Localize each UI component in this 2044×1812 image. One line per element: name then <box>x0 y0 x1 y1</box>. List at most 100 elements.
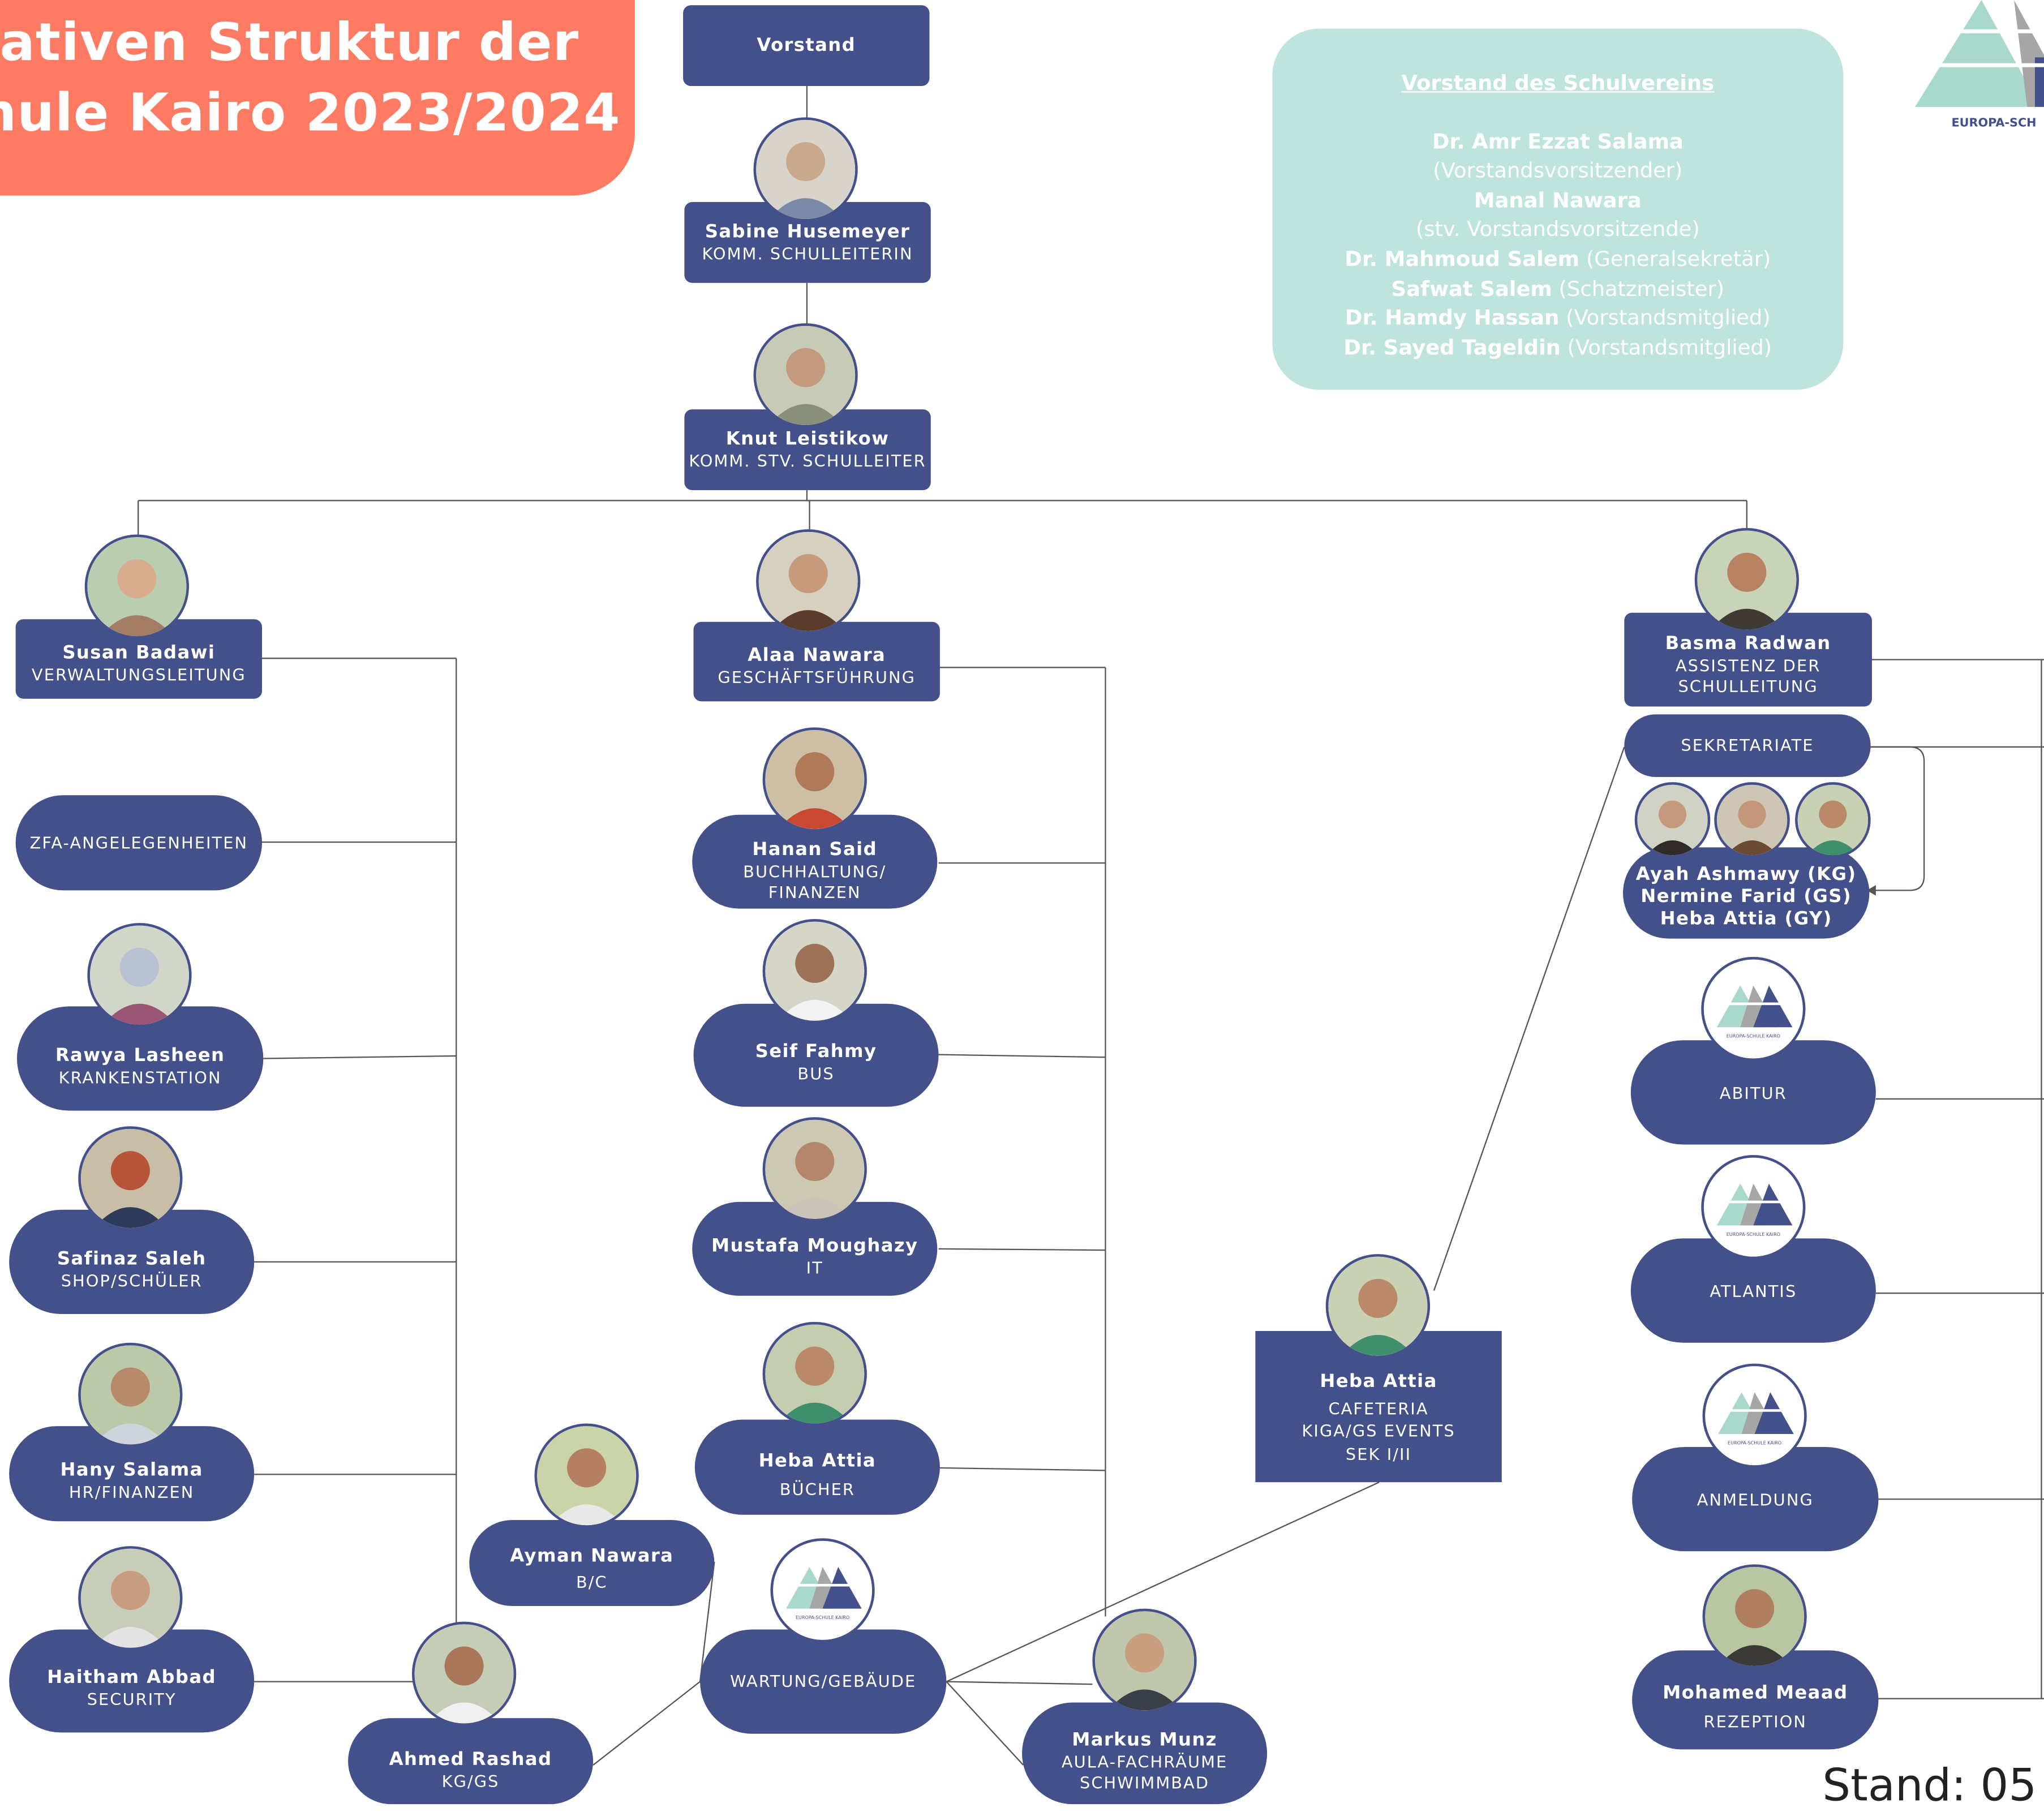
logo-anmeldung: EUROPA-SCHULE KAIRO <box>1702 1363 1807 1468</box>
avatar-haitham <box>78 1546 183 1651</box>
logo-atlantis: EUROPA-SCHULE KAIRO <box>1701 1154 1806 1260</box>
pyramid-logo-icon: EUROPA-SCHULE KAIRO <box>1711 1183 1796 1237</box>
avatar-mustafa <box>762 1117 867 1222</box>
avatar-seif <box>762 919 867 1024</box>
logo-text: EUROPA-SCH <box>1951 117 2037 131</box>
node-role: B/C <box>576 1572 608 1592</box>
node-hany: Hany Salama HR/FINANZEN <box>9 1426 255 1522</box>
node-name: Safinaz Saleh <box>57 1248 207 1269</box>
node-role: SHOP/SCHÜLER <box>61 1270 203 1290</box>
person-icon <box>758 531 858 631</box>
node-wartung: WARTUNG/GEBÄUDE <box>700 1629 947 1734</box>
school-logo: EUROPA-SCH <box>1910 0 2044 143</box>
node-name: Nermine Farid (GS) <box>1641 886 1852 907</box>
node-role: KRANKENSTATION <box>58 1067 222 1087</box>
node-role: ASSISTENZ DER SCHULLEITUNG <box>1675 655 1821 695</box>
node-role: ABITUR <box>1719 1083 1787 1103</box>
person-icon <box>80 1345 180 1445</box>
node-role: IT <box>806 1257 823 1277</box>
node-role: ANMELDUNG <box>1697 1490 1814 1510</box>
pyramid-logo-icon: EUROPA-SCHULE KAIRO <box>1711 985 1796 1039</box>
node-name: Basma Radwan <box>1665 633 1831 654</box>
node-role: AULA-FACHRÄUME SCHWIMMBAD <box>1061 1751 1228 1792</box>
node-alaa: Alaa Nawara GESCHÄFTSFÜHRUNG <box>693 621 940 702</box>
avatar-hanan <box>762 727 867 832</box>
node-name: Seif Fahmy <box>755 1041 877 1063</box>
node-role: KOMM. SCHULLEITERIN <box>702 243 913 263</box>
person-icon <box>765 730 865 830</box>
node-role: ZFA-ANGELEGENHEITEN <box>29 832 248 852</box>
node-role: KG/GS <box>441 1771 500 1790</box>
person-icon <box>765 1119 865 1219</box>
person-icon <box>1716 784 1788 856</box>
node-name: Ayman Nawara <box>510 1546 674 1567</box>
node-name: Sabine Husemeyer <box>705 221 911 242</box>
board-member: Dr. Amr Ezzat Salama <box>1432 128 1684 153</box>
node-role: ATLANTIS <box>1710 1281 1797 1301</box>
node-role: CAFETERIA KIGA/GS EVENTS SEK I/II <box>1302 1398 1455 1464</box>
title-line-2: chule Kairo 2023/2024 <box>0 83 621 144</box>
logo-abitur: EUROPA-SCHULE KAIRO <box>1701 956 1806 1062</box>
node-name: Mohamed Meaad <box>1663 1682 1848 1704</box>
avatar-badawi <box>84 534 190 639</box>
node-vorstand: Vorstand <box>683 5 930 87</box>
node-name: Ayah Ashmawy (KG) <box>1635 864 1857 884</box>
avatar-husemeyer <box>753 117 858 222</box>
node-ahmed: Ahmed Rashad KG/GS <box>348 1718 594 1805</box>
person-icon <box>89 925 190 1025</box>
pyramid-logo-icon: EUROPA-SCHULE KAIRO <box>1712 1392 1797 1445</box>
node-name: Alaa Nawara <box>748 645 886 667</box>
avatar-heba-cafeteria <box>1325 1254 1431 1359</box>
person-icon <box>1637 784 1708 856</box>
node-markus: Markus Munz AULA-FACHRÄUME SCHWIMMBAD <box>1022 1702 1268 1805</box>
board-panel: Vorstand des Schulvereins Dr. Amr Ezzat … <box>1272 28 1844 390</box>
person-icon <box>537 1426 637 1526</box>
node-role: VERWALTUNGSLEITUNG <box>31 664 246 685</box>
person-icon <box>1705 1566 1805 1667</box>
node-name: Markus Munz <box>1072 1729 1217 1750</box>
logo-caption: EUROPA-SCHULE KAIRO <box>796 1615 849 1620</box>
node-name: Hany Salama <box>60 1460 203 1481</box>
title-line-1: trativen Struktur der <box>0 13 579 74</box>
avatar-ahmed <box>411 1621 517 1726</box>
node-haitham: Haitham Abbad SECURITY <box>9 1629 255 1733</box>
board-member: (stv. Vorstandsvorsitzende) <box>1415 217 1700 242</box>
node-name: Hanan Said <box>752 839 878 860</box>
node-role: SEKRETARIATE <box>1681 735 1814 755</box>
node-ayman: Ayman Nawara B/C <box>469 1519 715 1607</box>
avatar-heba-sekr <box>1795 782 1871 858</box>
node-role: HR/FINANZEN <box>68 1482 195 1502</box>
node-name: Ahmed Rashad <box>389 1749 552 1770</box>
board-member: (Vorstandsvorsitzender) <box>1433 158 1683 183</box>
avatar-nermine <box>1714 782 1790 858</box>
node-name: Haitham Abbad <box>47 1667 217 1689</box>
node-name: Rawya Lasheen <box>55 1045 225 1066</box>
board-member: Manal Nawara <box>1474 187 1642 212</box>
pyramid-logo-icon <box>1914 0 2044 107</box>
logo-wartung: EUROPA-SCHULE KAIRO <box>770 1538 875 1643</box>
person-icon <box>1328 1256 1428 1356</box>
node-husemeyer: Sabine Husemeyer KOMM. SCHULLEITERIN <box>684 202 931 283</box>
avatar-rawya <box>87 922 192 1028</box>
stand-date: Stand: 05 <box>1822 1759 2037 1812</box>
avatar-hany <box>78 1342 183 1447</box>
node-name: Vorstand <box>757 35 856 55</box>
person-icon <box>80 1548 180 1648</box>
person-icon <box>765 1324 865 1424</box>
person-icon <box>756 119 856 220</box>
person-icon <box>80 1128 180 1228</box>
node-role: BUS <box>797 1063 835 1084</box>
person-icon <box>414 1624 514 1724</box>
logo-caption: EUROPA-SCHULE KAIRO <box>1728 1440 1781 1445</box>
node-role: BÜCHER <box>779 1479 855 1498</box>
node-role: GESCHÄFTSFÜHRUNG <box>718 667 916 687</box>
node-name: Knut Leistikow <box>725 428 890 449</box>
logo-caption: EUROPA-SCHULE KAIRO <box>1727 1232 1780 1237</box>
node-name: Heba Attia (GY) <box>1660 908 1832 929</box>
avatar-heba-buecher <box>762 1321 867 1427</box>
person-icon <box>1797 784 1869 856</box>
node-role: BUCHHALTUNG/ FINANZEN <box>743 861 887 901</box>
person-icon <box>756 325 856 425</box>
person-icon <box>1697 530 1797 630</box>
